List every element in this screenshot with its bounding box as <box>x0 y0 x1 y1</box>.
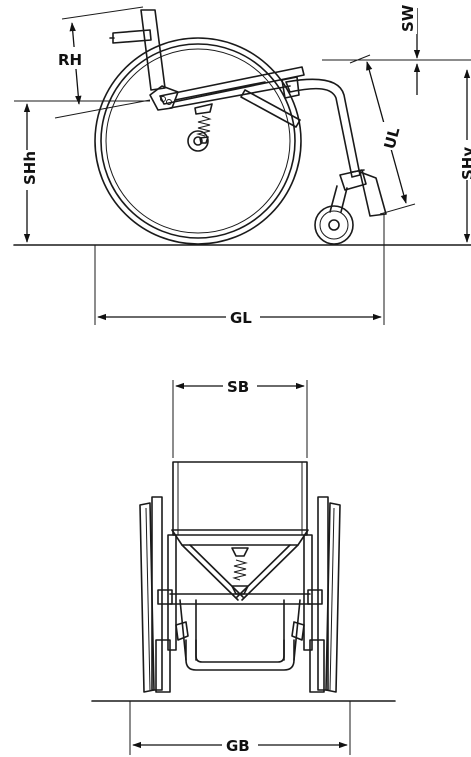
seat-height-front-label: SHh <box>21 151 39 185</box>
seat-height-rear-dimension: SHv <box>457 69 471 243</box>
left-wheel-front <box>139 496 173 693</box>
seat-width-label: SW <box>399 4 417 32</box>
side-view: RH SHh SW UL SHv <box>13 4 471 328</box>
seat-height-rear-label: SHv <box>459 147 471 180</box>
caster-assembly <box>314 169 387 245</box>
rest-height-label: RH <box>58 51 82 69</box>
seat-height-front-dimension: SHh <box>14 100 150 243</box>
lower-leg-dimension: UL <box>349 54 416 215</box>
total-breadth-label: GB <box>226 737 250 755</box>
total-length-dimension: GL <box>94 214 385 328</box>
rear-wheel <box>94 37 302 245</box>
seat-breadth-dimension: SB <box>172 375 308 458</box>
front-frame <box>167 529 313 671</box>
front-view: SB <box>91 375 396 756</box>
total-breadth-dimension: GB <box>129 701 351 756</box>
seat-frame <box>159 66 361 178</box>
rest-height-dimension: RH <box>54 6 151 119</box>
seat-breadth-label: SB <box>227 378 249 396</box>
backrest-front <box>172 461 308 536</box>
total-length-label: GL <box>230 309 252 327</box>
backrest-frame <box>109 9 166 91</box>
lower-leg-label: UL <box>380 125 403 151</box>
right-wheel-front <box>307 496 341 693</box>
seat-width-dimension: SW <box>322 4 471 95</box>
